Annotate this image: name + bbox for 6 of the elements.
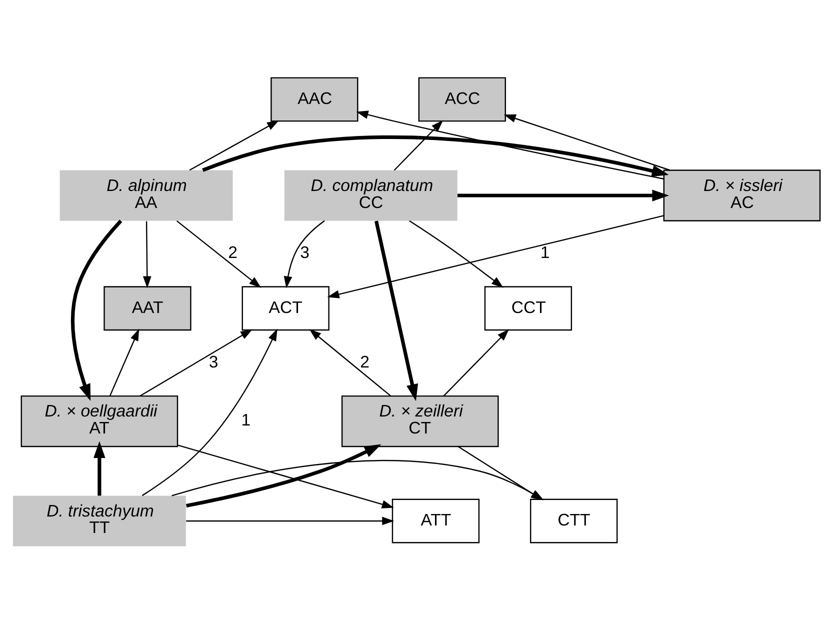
edge-label: 2 (360, 352, 370, 372)
edge-label: 3 (300, 243, 310, 262)
edge-label: 1 (241, 410, 251, 430)
edge-label: 3 (208, 352, 218, 372)
edge-label: 1 (540, 243, 550, 262)
edge-label: 2 (228, 243, 238, 262)
